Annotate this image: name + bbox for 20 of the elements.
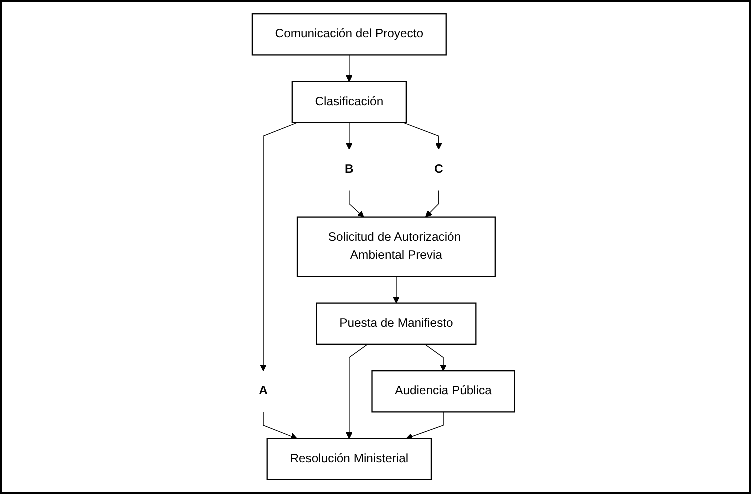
node-box: Puesta de Manifiesto xyxy=(316,302,477,345)
arrow xyxy=(346,122,353,150)
node-text: C xyxy=(434,163,444,176)
node-box: Comunicación del Proyecto xyxy=(252,14,447,56)
arrow xyxy=(406,412,444,440)
node-box: Resolución Ministerial xyxy=(266,438,432,480)
node-text: B xyxy=(345,163,354,176)
arrow xyxy=(393,276,400,304)
arrow xyxy=(403,122,442,150)
arrow xyxy=(346,344,368,440)
arrow xyxy=(425,190,440,218)
arrow xyxy=(260,122,298,372)
arrow xyxy=(263,412,298,440)
node-text: A xyxy=(259,384,268,398)
arrow xyxy=(346,54,353,82)
node-box: Solicitud de Autorización Ambiental Previa xyxy=(296,216,496,278)
node-box: Clasificación xyxy=(292,81,407,124)
arrow xyxy=(349,190,364,218)
arrow xyxy=(424,344,447,372)
node-box: Audiencia Pública xyxy=(372,370,516,413)
